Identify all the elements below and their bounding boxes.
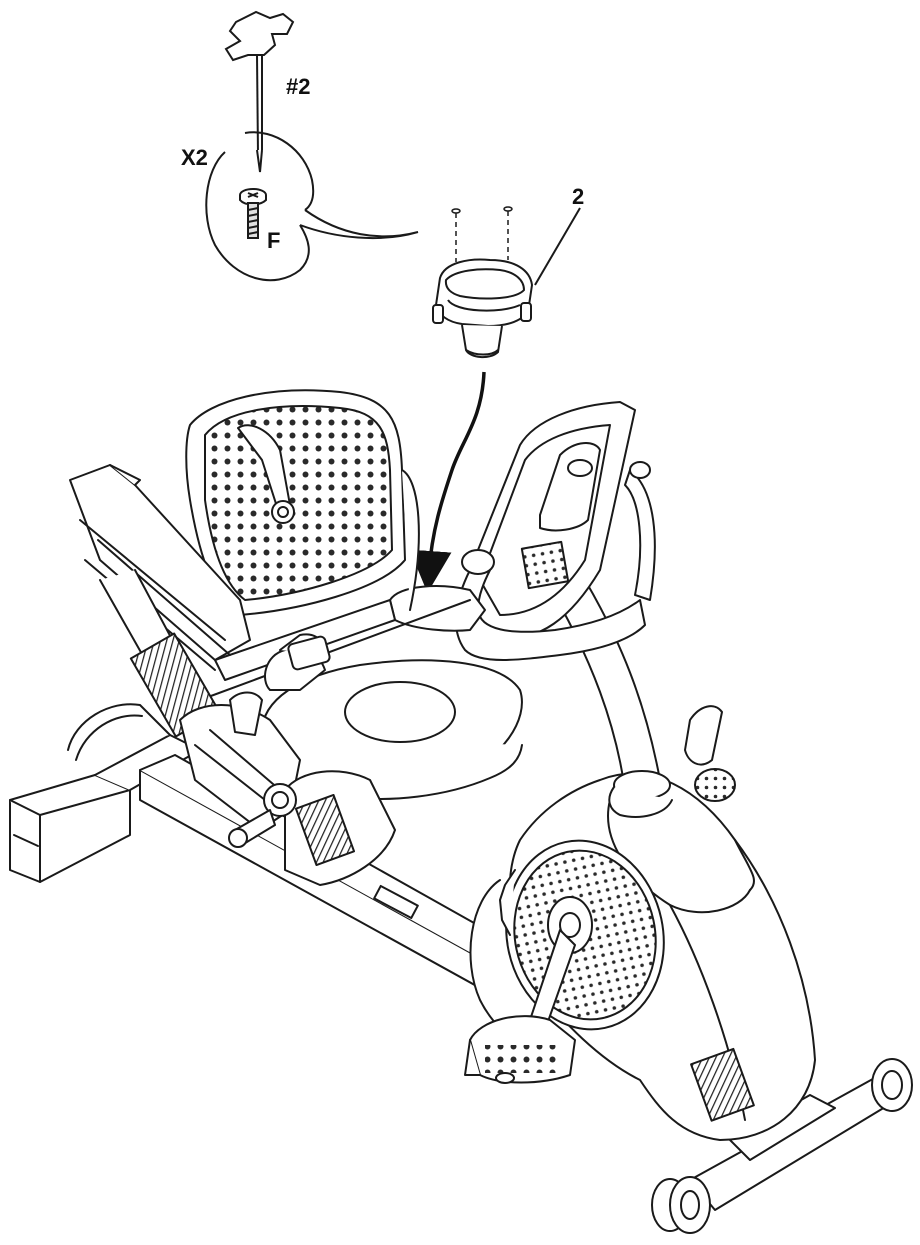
install-screws	[451, 206, 513, 262]
console	[469, 401, 636, 641]
pedal	[464, 929, 576, 1084]
seat-back	[185, 389, 420, 616]
part-number-label: 2	[572, 184, 585, 209]
console-mast	[544, 563, 673, 818]
fastener-label: F	[267, 228, 281, 253]
screwdriver-icon	[224, 10, 295, 173]
lower-frame	[179, 691, 396, 886]
screw-icon	[239, 188, 267, 239]
detail-callout	[205, 131, 419, 282]
install-arrow-icon	[409, 371, 486, 593]
tool-size-label: #2	[286, 74, 311, 99]
front-stabilizer	[9, 703, 201, 883]
rear-stabilizer	[651, 1058, 913, 1234]
seat-cushion	[260, 633, 523, 800]
part-leader-line	[534, 207, 581, 286]
quantity-label: X2	[181, 145, 208, 170]
handlebars	[454, 461, 736, 802]
recumbent-bike-icon	[9, 389, 913, 1234]
cup-holder-icon	[432, 258, 534, 358]
